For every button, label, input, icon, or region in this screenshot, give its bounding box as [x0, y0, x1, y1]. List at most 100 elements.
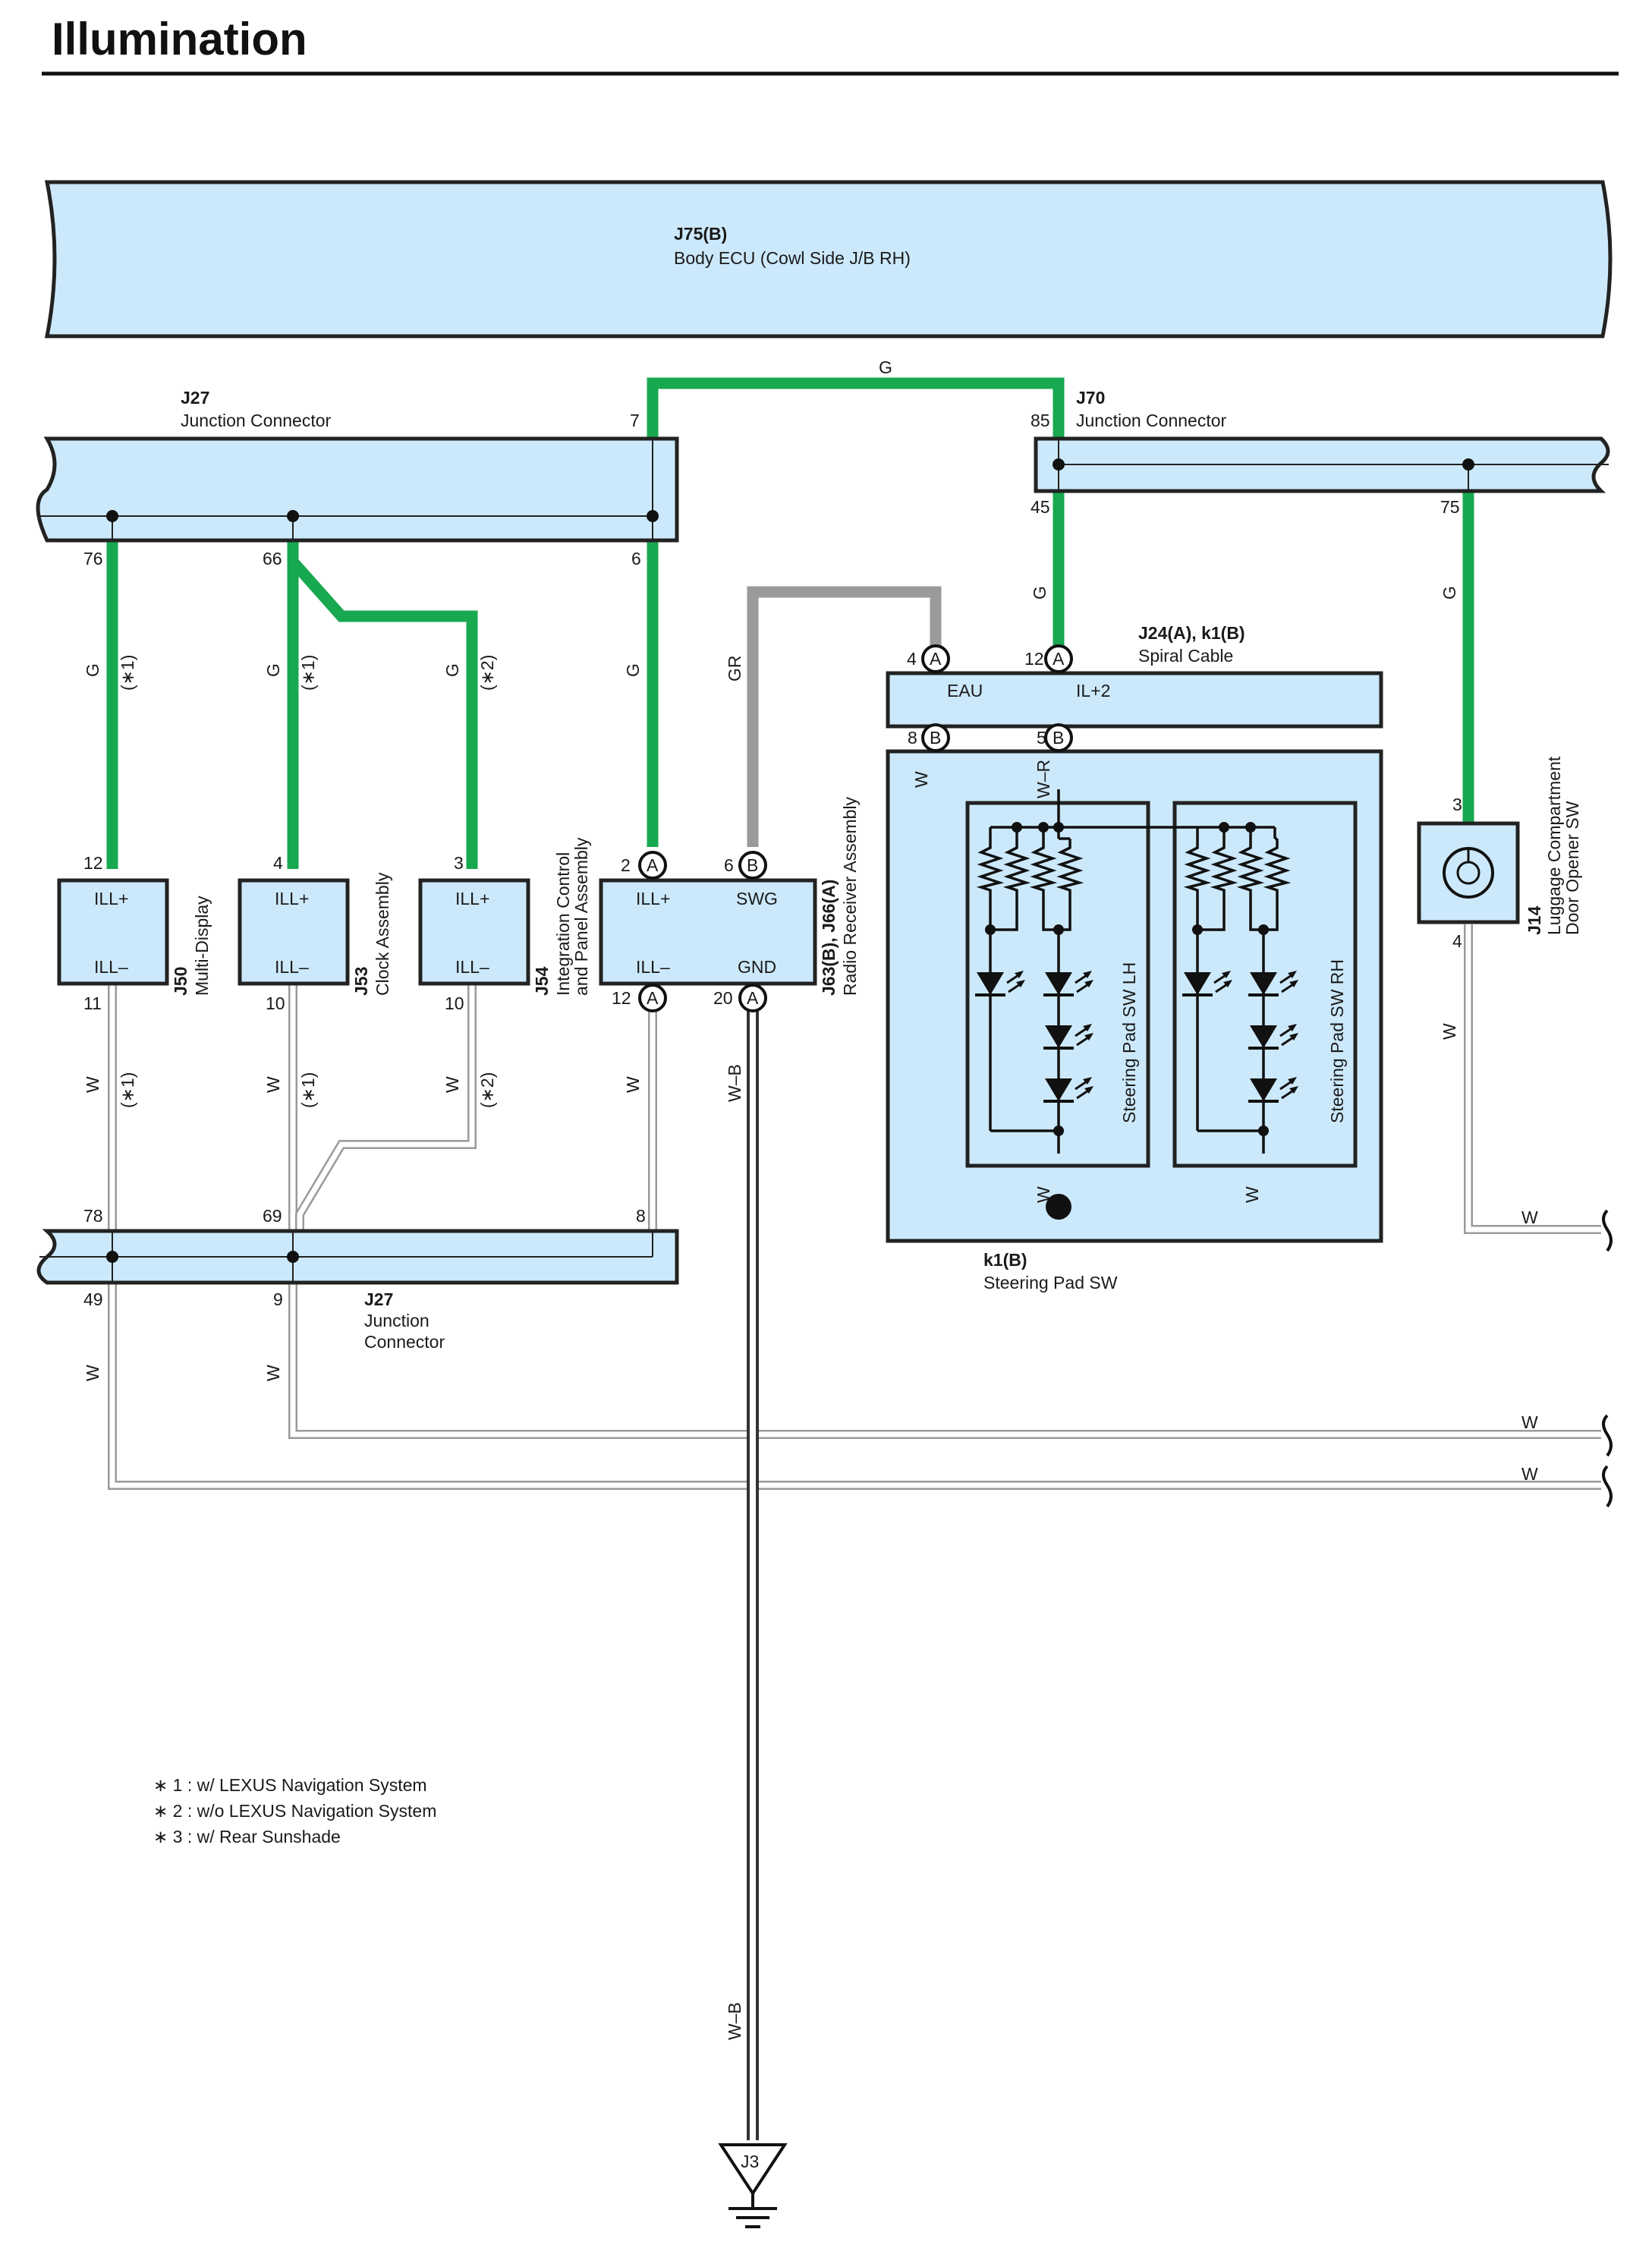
- clock-ill-plus: ILL+: [275, 889, 309, 908]
- svg-text:W: W: [83, 1365, 102, 1381]
- note-3: ∗ 3 : w/ Rear Sunshade: [153, 1827, 341, 1847]
- svg-text:W: W: [83, 1076, 102, 1093]
- svg-text:G: G: [263, 663, 283, 677]
- pin-4-spiral: 4: [907, 649, 917, 669]
- radio-box: [599, 878, 817, 986]
- steering-pad-name: Steering Pad SW: [983, 1273, 1118, 1292]
- luggage-lamp-icon: [1443, 847, 1494, 899]
- clock-alt-ill-plus: ILL+: [455, 889, 489, 908]
- j27-top-box: [36, 436, 679, 543]
- radio-ill-plus: ILL+: [636, 889, 670, 908]
- clock-name: Clock Assembly: [373, 872, 392, 996]
- pin-45: 45: [1031, 497, 1050, 517]
- svg-text:W: W: [1521, 1464, 1538, 1484]
- radio-ill-minus: ILL–: [636, 957, 670, 977]
- icp-code: J54: [532, 966, 552, 996]
- md-code: J50: [171, 967, 190, 996]
- luggage-name2: Door Opener SW: [1562, 801, 1582, 935]
- clock-box: [238, 878, 350, 986]
- j27-top-bus: [39, 439, 659, 540]
- pin-4-luggage: 4: [1452, 931, 1462, 951]
- svg-text:G: G: [1030, 586, 1049, 600]
- pin-78: 78: [83, 1206, 103, 1226]
- svg-text:(∗2): (∗2): [477, 1072, 497, 1108]
- pin-12-radio: 12: [612, 988, 631, 1008]
- pin-8-bottom: 8: [636, 1206, 646, 1226]
- pin-marker-label: B: [1053, 728, 1064, 748]
- pin-marker-label: A: [747, 988, 759, 1008]
- svg-text:(∗1): (∗1): [118, 655, 137, 691]
- luggage-code: J14: [1525, 905, 1544, 935]
- steering-pad-code: k1(B): [983, 1250, 1027, 1270]
- steering-rh-label: Steering Pad SW RH: [1327, 959, 1347, 1123]
- svg-text:W: W: [263, 1076, 283, 1093]
- svg-text:W: W: [1440, 1023, 1459, 1040]
- pin-66: 66: [263, 549, 282, 568]
- j27-bottom-name1: Junction: [364, 1311, 430, 1330]
- body-ecu-code: J75(B): [674, 224, 727, 244]
- sp-wire-wr: W–R: [1034, 760, 1053, 798]
- pin-3: 3: [454, 853, 464, 873]
- spiral-name: Spiral Cable: [1138, 646, 1233, 666]
- pin-5: 5: [1037, 728, 1046, 748]
- sp-wire-w-rh: W: [1242, 1186, 1262, 1203]
- pin-marker-label: A: [1053, 649, 1065, 669]
- pin-7: 7: [630, 411, 640, 430]
- wire-g-top: G: [879, 357, 892, 377]
- j27-bottom-code: J27: [364, 1289, 393, 1309]
- svg-text:GR: GR: [725, 656, 744, 682]
- j27-top-code: J27: [181, 388, 209, 408]
- pin-10-clock: 10: [266, 993, 285, 1013]
- pin-12-spiral: 12: [1024, 649, 1044, 669]
- svg-text:W: W: [263, 1365, 283, 1381]
- pin-76: 76: [83, 549, 103, 568]
- svg-text:G: G: [83, 663, 102, 677]
- j70-bus: [1053, 439, 1609, 491]
- spiral-cable-box: [886, 671, 1383, 729]
- luggage-name1: Luggage Compartment: [1544, 756, 1564, 935]
- ground-symbol: [718, 2143, 788, 2228]
- icp-name2: and Panel Assembly: [571, 837, 591, 996]
- j70-name: Junction Connector: [1076, 411, 1227, 430]
- radio-code: J63(B), J66(A): [819, 880, 839, 996]
- pin-9: 9: [273, 1289, 283, 1309]
- svg-text:W: W: [623, 1076, 643, 1093]
- svg-text:(∗2): (∗2): [477, 655, 497, 691]
- pin-2: 2: [621, 855, 631, 875]
- pin-10-alt: 10: [445, 993, 464, 1013]
- sp-wire-w-lh: W: [1034, 1186, 1053, 1203]
- pin-69: 69: [263, 1206, 282, 1226]
- pin-49: 49: [83, 1289, 103, 1309]
- j27-top-name: Junction Connector: [181, 411, 332, 430]
- j70-code: J70: [1076, 388, 1105, 408]
- spiral-code: J24(A), k1(B): [1138, 623, 1245, 643]
- clock-alt-box: [418, 878, 530, 986]
- pin-marker-label: A: [930, 649, 942, 669]
- spiral-eau: EAU: [947, 681, 983, 701]
- icp-name1: Integration Control: [553, 852, 573, 996]
- green-wires: [106, 377, 1474, 869]
- radio-name: Radio Receiver Assembly: [840, 796, 860, 996]
- j27-bottom-name2: Connector: [364, 1332, 445, 1352]
- clock-alt-ill-minus: ILL–: [455, 957, 489, 977]
- svg-text:G: G: [623, 663, 643, 677]
- note-1: ∗ 1 : w/ LEXUS Navigation System: [153, 1775, 427, 1795]
- steering-circuit: [974, 789, 1300, 1220]
- spiral-il2: IL+2: [1076, 681, 1110, 701]
- pin-20: 20: [713, 988, 733, 1008]
- svg-text:W: W: [1521, 1207, 1538, 1227]
- svg-text:G: G: [442, 663, 462, 677]
- body-ecu-box: [44, 180, 1613, 338]
- page-title: Illumination: [52, 14, 307, 65]
- pin-marker-label: A: [647, 855, 659, 875]
- pin-marker-label: B: [747, 855, 758, 875]
- body-ecu-name: Body ECU (Cowl Side J/B RH): [674, 248, 911, 268]
- gray-wire: [747, 586, 942, 847]
- radio-gnd: GND: [738, 957, 776, 977]
- md-name: Multi-Display: [192, 896, 212, 996]
- svg-text:W–B: W–B: [725, 2002, 744, 2040]
- pin-85: 85: [1031, 411, 1050, 430]
- svg-text:W: W: [1521, 1412, 1538, 1432]
- pin-8-spiral: 8: [908, 728, 917, 748]
